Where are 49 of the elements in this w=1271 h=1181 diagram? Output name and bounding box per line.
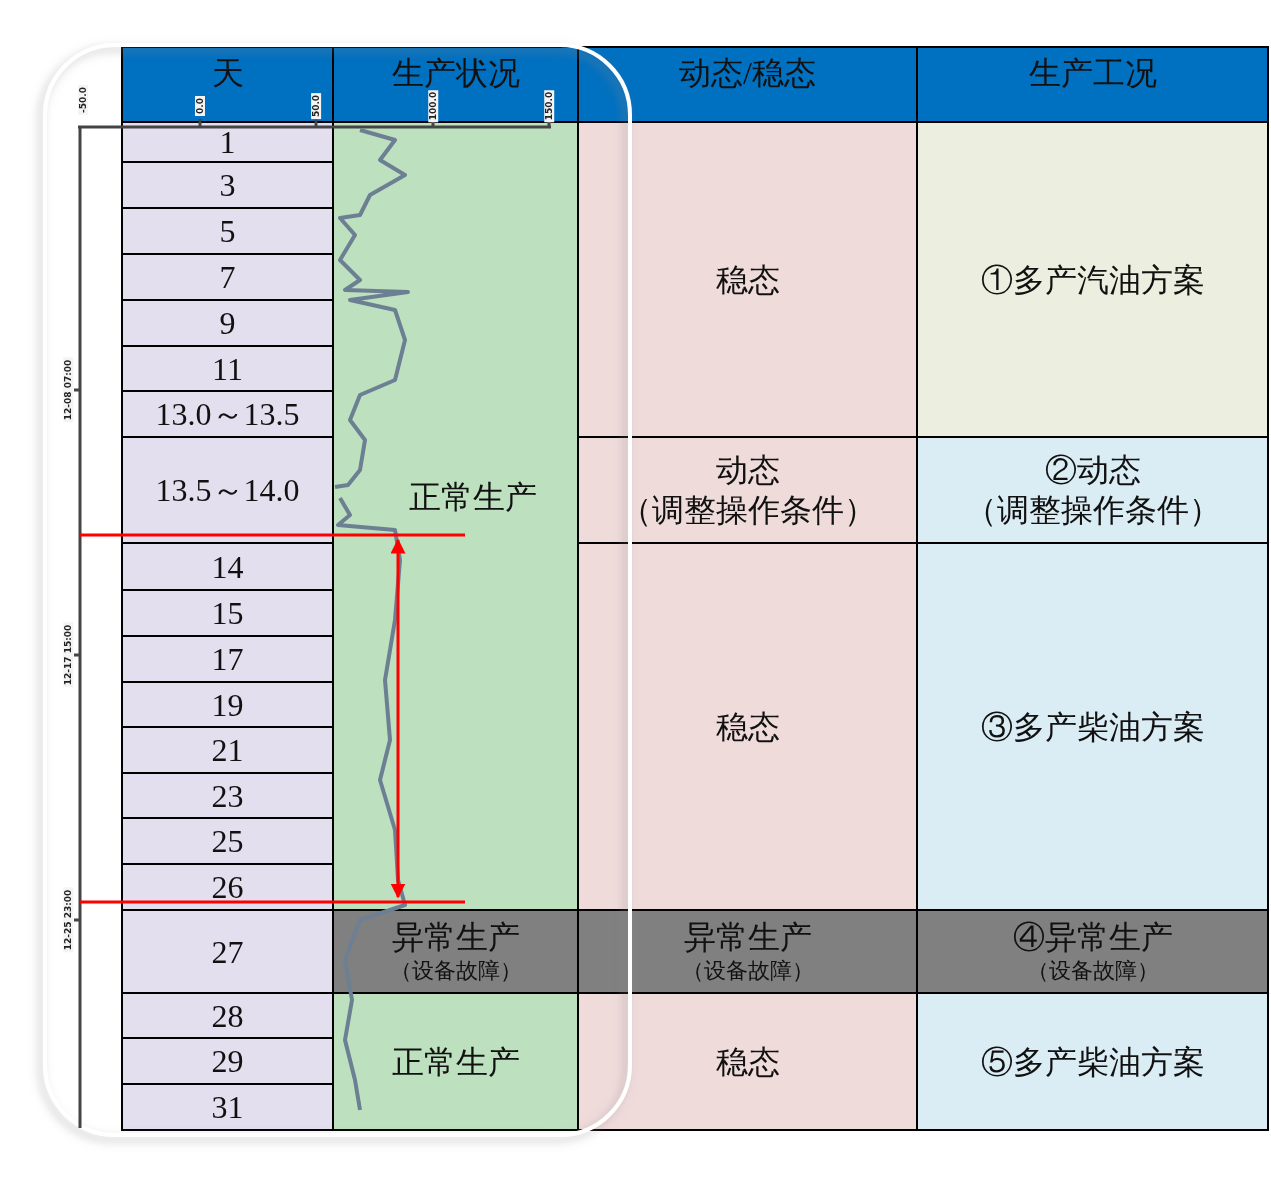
cell-text: 28 <box>211 996 244 1036</box>
cell-text: （设备故障） <box>1026 957 1159 986</box>
column-header: 生产工况 <box>1028 54 1157 93</box>
cell-text: （调整操作条件） <box>964 491 1221 530</box>
cell-text: 动态 <box>715 451 780 490</box>
cell-text: 5 <box>219 212 236 251</box>
cell-text: （调整操作条件） <box>619 491 876 530</box>
cell-text: 正常生产 <box>391 1042 520 1082</box>
cell-text: 稳态 <box>715 260 780 300</box>
cell-text: 1 <box>219 123 236 162</box>
cell-text: 26 <box>211 868 244 907</box>
cell-text: 9 <box>219 304 236 343</box>
axis-label: 150.0 <box>544 89 555 123</box>
cell-text: 异常生产 <box>683 918 812 958</box>
cell-text: 25 <box>211 822 244 861</box>
axis-label: 0.0 <box>195 96 205 116</box>
cell-text: 11 <box>212 349 243 389</box>
axis-label: 100.0 <box>428 89 439 123</box>
cell-text: 19 <box>211 685 244 725</box>
cell-text: （设备故障） <box>389 957 522 986</box>
axis-label: 12-17 15:00 <box>62 622 73 688</box>
cell-text: ②动态 <box>1044 451 1141 490</box>
axis-label: 12-08 07:00 <box>62 357 73 423</box>
axis-label: 12-25 23:00 <box>62 887 73 953</box>
cell-text: （设备故障） <box>681 957 814 986</box>
cell-text: 21 <box>211 731 244 770</box>
cell-text: 稳态 <box>715 1042 780 1082</box>
cell-text: 13.0～13.5 <box>155 395 300 434</box>
cell-text: 15 <box>211 594 244 633</box>
axis-label: -50.0 <box>78 85 88 115</box>
cell-text: 稳态 <box>715 707 780 747</box>
cell-text: ①多产汽油方案 <box>980 260 1205 300</box>
cell-text: 正常生产 <box>409 478 537 517</box>
cell-text: ③多产柴油方案 <box>980 707 1205 747</box>
cell-text: 29 <box>211 1042 244 1081</box>
cell-text: 14 <box>211 547 244 587</box>
cell-text: 异常生产 <box>391 918 520 958</box>
cell-text: ⑤多产柴油方案 <box>980 1042 1205 1082</box>
cell-text: 7 <box>219 258 236 297</box>
cell-text: 27 <box>211 932 244 972</box>
axis-label: 50.0 <box>311 92 322 120</box>
column-header: 天 <box>211 54 244 93</box>
cell-text: 23 <box>211 776 244 816</box>
cell-text: 31 <box>211 1088 244 1127</box>
column-header: 动态/稳态 <box>679 54 816 93</box>
cell-text: 13.5～14.0 <box>155 471 300 510</box>
cell-text: 17 <box>211 640 244 679</box>
cell-text: ④异常生产 <box>1012 918 1173 958</box>
cell-text: 3 <box>219 166 236 205</box>
